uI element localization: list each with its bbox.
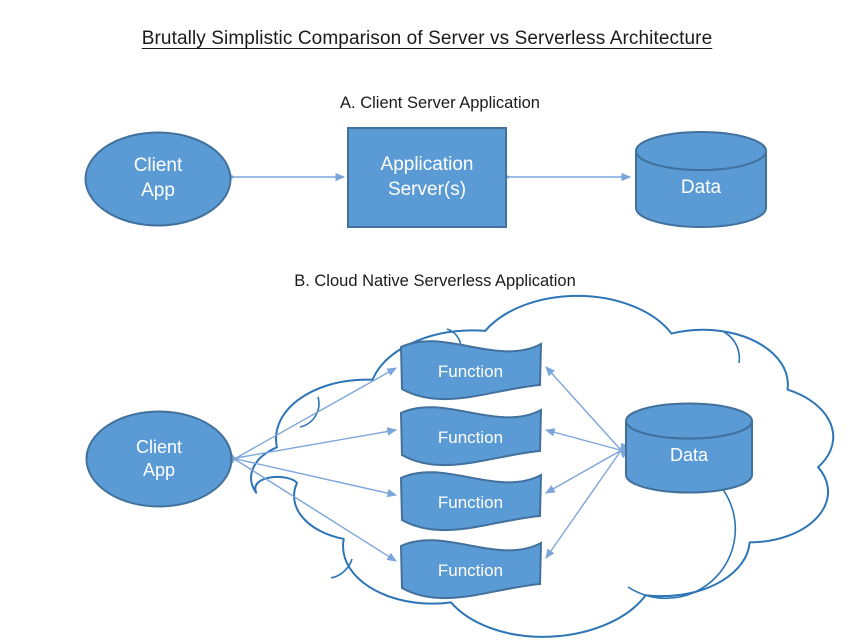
application-server-rect — [347, 127, 507, 228]
function-wave-2 — [399, 406, 543, 467]
diagram-title: Brutally Simplistic Comparison of Server… — [141, 28, 713, 49]
data-cylinder-a — [635, 131, 767, 228]
function-wave-4 — [399, 539, 543, 600]
section-b-heading: B. Cloud Native Serverless Application — [294, 272, 576, 290]
arrow-data-function-4 — [545, 442, 629, 559]
section-a-heading: A. Client Server Application — [340, 94, 540, 112]
data-cylinder-b — [625, 402, 753, 494]
arrow-client-function-4 — [226, 451, 397, 562]
client-app-ellipse-b — [85, 410, 233, 508]
arrow-data-function-2 — [544, 428, 630, 457]
arrow-data-function-1 — [545, 366, 629, 459]
arrow-data-function-3 — [545, 443, 630, 494]
function-wave-1 — [399, 340, 543, 401]
arrow-client-function-3 — [226, 452, 398, 498]
function-wave-3 — [399, 471, 543, 532]
client-app-ellipse-a — [84, 131, 232, 227]
